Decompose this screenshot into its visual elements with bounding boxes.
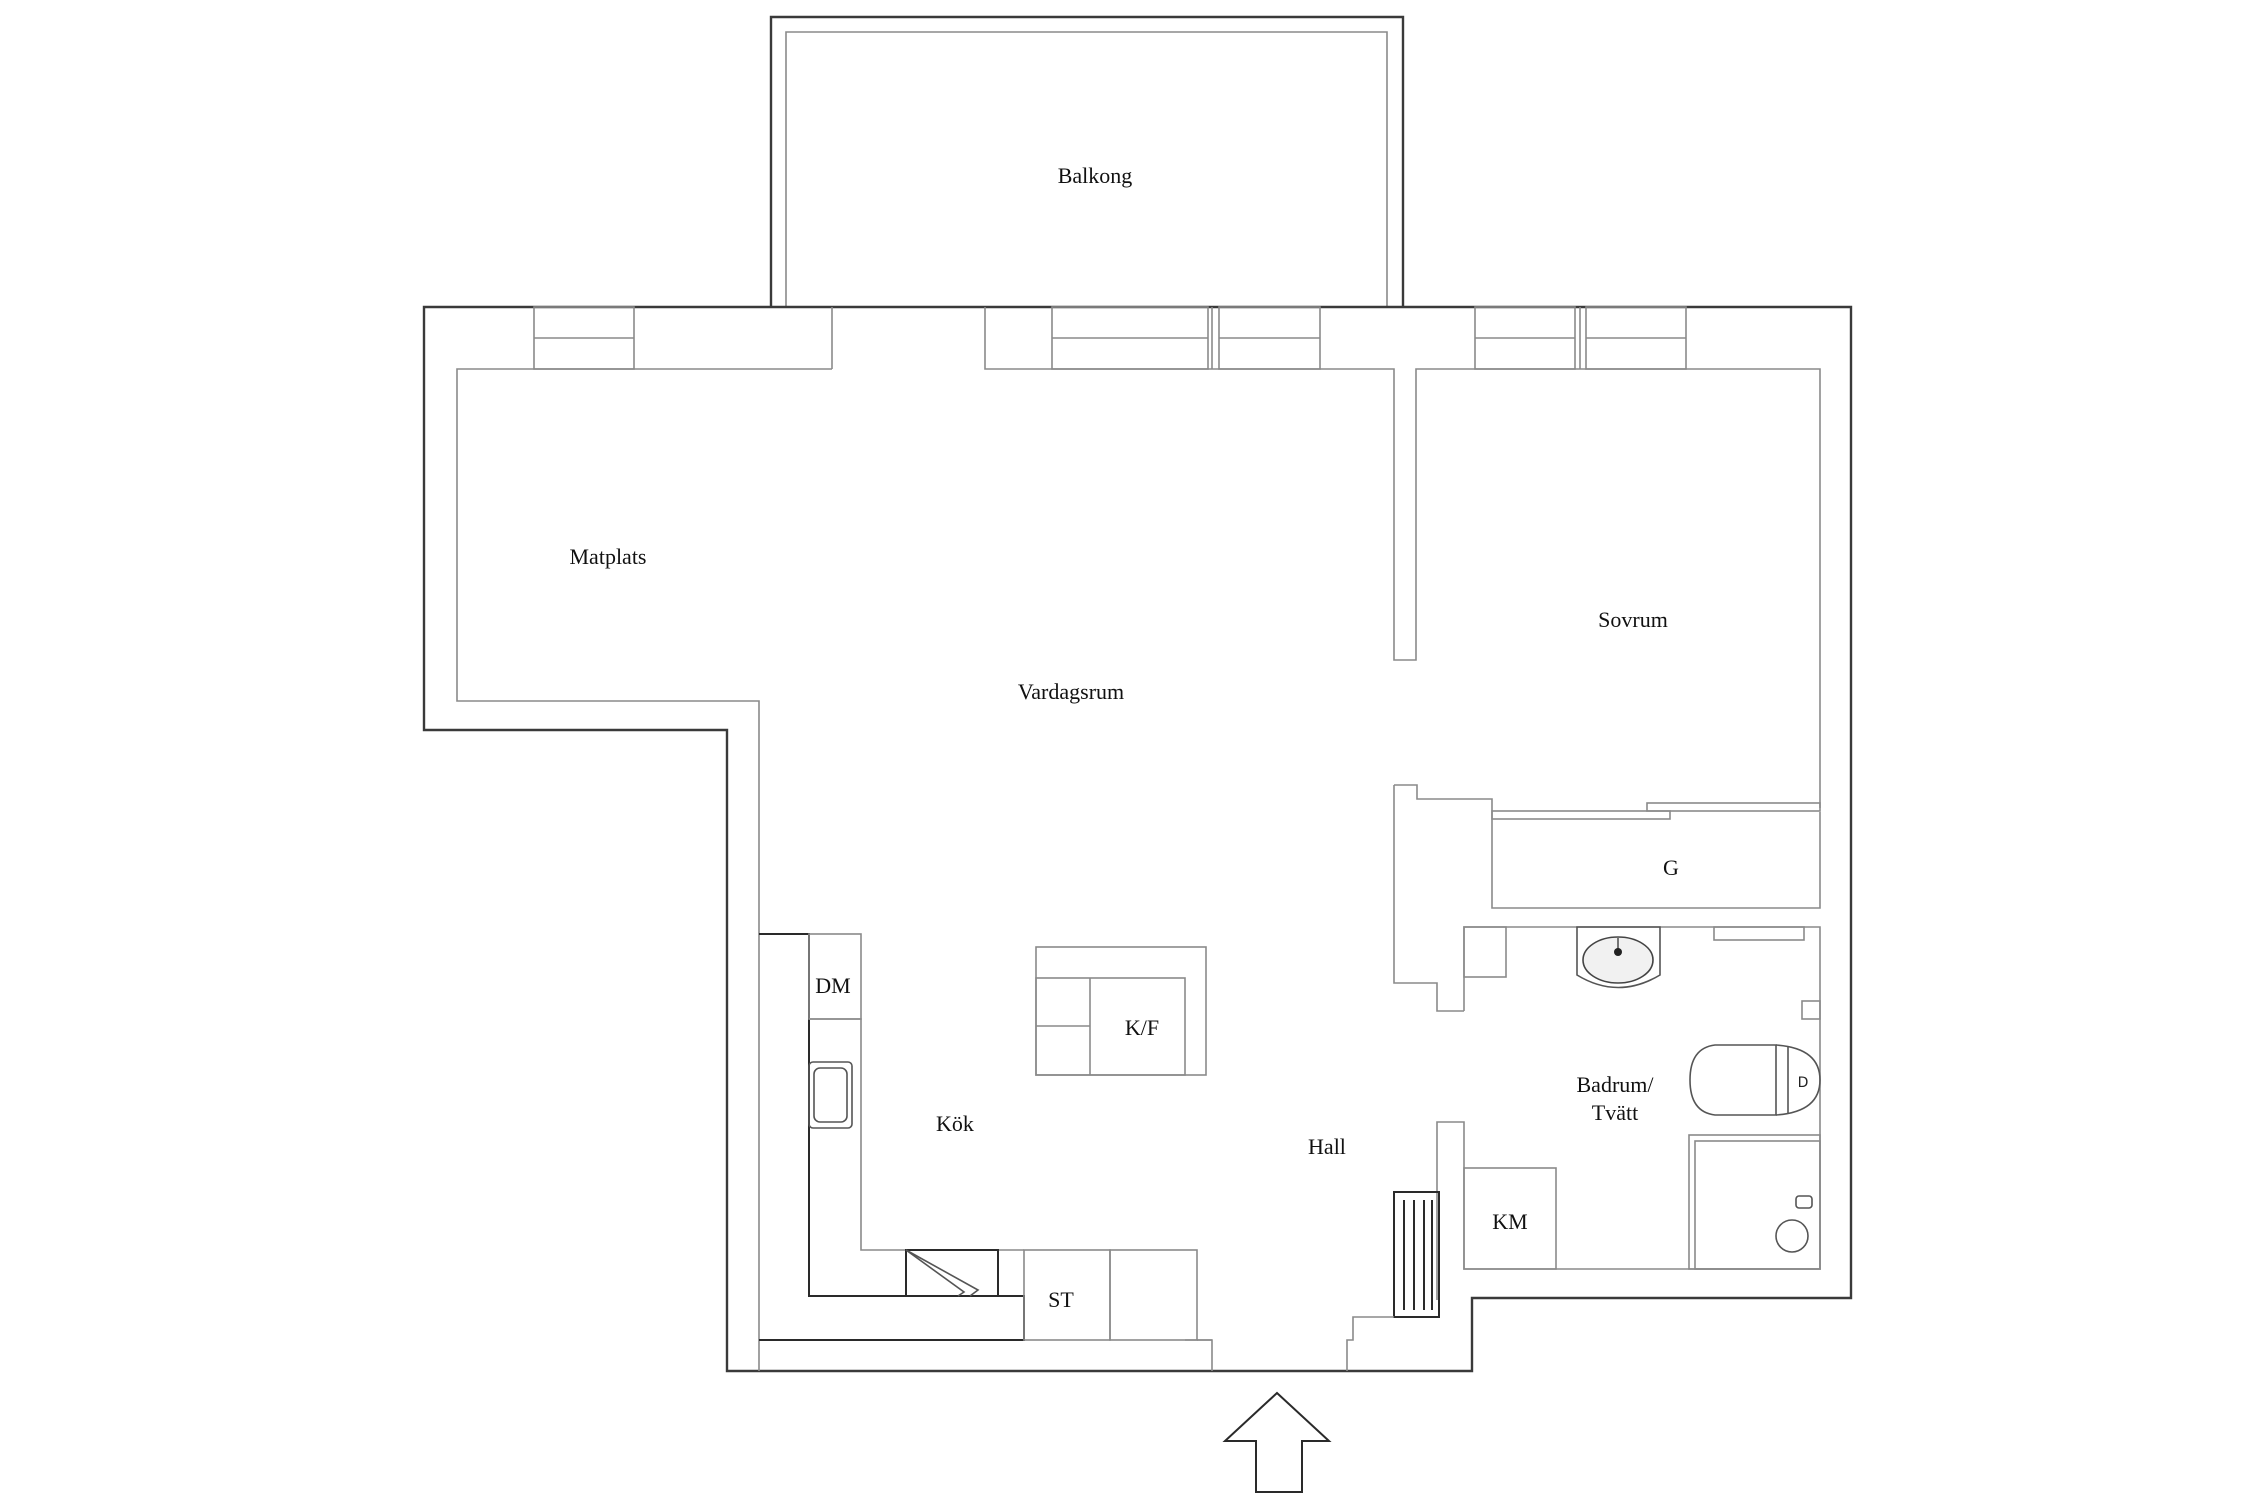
- entrance-jamb: [1185, 1339, 1213, 1371]
- washing-machine: [1463, 1167, 1557, 1270]
- fridge-freezer-label: K/F: [1125, 1015, 1159, 1040]
- dishwasher-label: DM: [815, 973, 850, 998]
- entrance-arrow-icon: [1222, 1391, 1332, 1493]
- room-label-balcony: Balkong: [1058, 163, 1133, 188]
- kitchen-counter: [759, 933, 1212, 1341]
- room-label-wardrobe: G: [1663, 855, 1679, 880]
- inner-wall-dining: [456, 368, 832, 1371]
- svg-text:D: D: [1798, 1075, 1809, 1091]
- room-label-kitchen: Kök: [936, 1111, 974, 1136]
- inner-wall-living-top: [984, 307, 1821, 808]
- room-label-living: Vardagsrum: [1018, 679, 1124, 704]
- toilet-icon: D: [1689, 1044, 1821, 1116]
- wardrobe: [1393, 784, 1821, 1012]
- balcony: [769, 15, 1405, 307]
- windows: [533, 306, 1687, 370]
- washing-machine-label: KM: [1492, 1209, 1527, 1234]
- entrance-step: [1346, 1316, 1394, 1371]
- bathroom-walls: [1436, 926, 1821, 1300]
- room-label-hall: Hall: [1308, 1134, 1346, 1159]
- outer-wall: [422, 305, 1853, 1373]
- fridge-freezer: [1035, 946, 1207, 1076]
- room-label-dining: Matplats: [570, 544, 647, 569]
- room-label-bedroom: Sovrum: [1598, 607, 1668, 632]
- room-label-bathroom-line2: Tvätt: [1592, 1100, 1638, 1125]
- bathroom-sink-icon: [1576, 926, 1661, 989]
- room-label-bathroom-line1: Badrum/: [1577, 1072, 1655, 1097]
- radiator-icon: [1393, 1191, 1440, 1318]
- stove-label: ST: [1048, 1287, 1074, 1312]
